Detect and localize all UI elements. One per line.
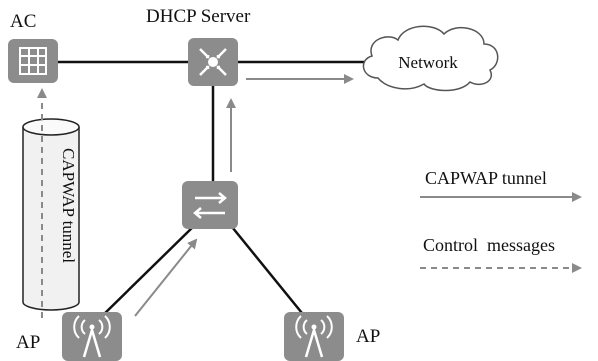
ap-left-label: AP bbox=[16, 332, 40, 353]
capwap-tunnel: CAPWAP tunnel bbox=[22, 118, 80, 311]
router-icon bbox=[188, 38, 238, 86]
dhcp-server-label: DHCP Server bbox=[146, 6, 251, 27]
ap-left-icon bbox=[62, 312, 122, 361]
link-switch-ap-right bbox=[227, 221, 307, 319]
network-label: Network bbox=[398, 53, 458, 72]
cloud-icon: Network bbox=[362, 25, 499, 92]
ac-icon bbox=[8, 39, 58, 83]
link-switch-ap-left bbox=[99, 221, 199, 319]
ac-label: AC bbox=[10, 11, 36, 32]
ap-right-icon bbox=[284, 312, 344, 361]
connections bbox=[58, 60, 372, 319]
ap-right-label: AP bbox=[356, 326, 380, 347]
legend-control-label: Control messages bbox=[423, 235, 555, 255]
arrow-ap-to-switch bbox=[134, 238, 198, 317]
switch-icon bbox=[182, 181, 238, 229]
tunnel-label: CAPWAP tunnel bbox=[59, 148, 78, 263]
capwap-path-arrows bbox=[134, 74, 354, 317]
legend-capwap-label: CAPWAP tunnel bbox=[425, 168, 547, 188]
legend: CAPWAP tunnel Control messages bbox=[420, 168, 582, 273]
